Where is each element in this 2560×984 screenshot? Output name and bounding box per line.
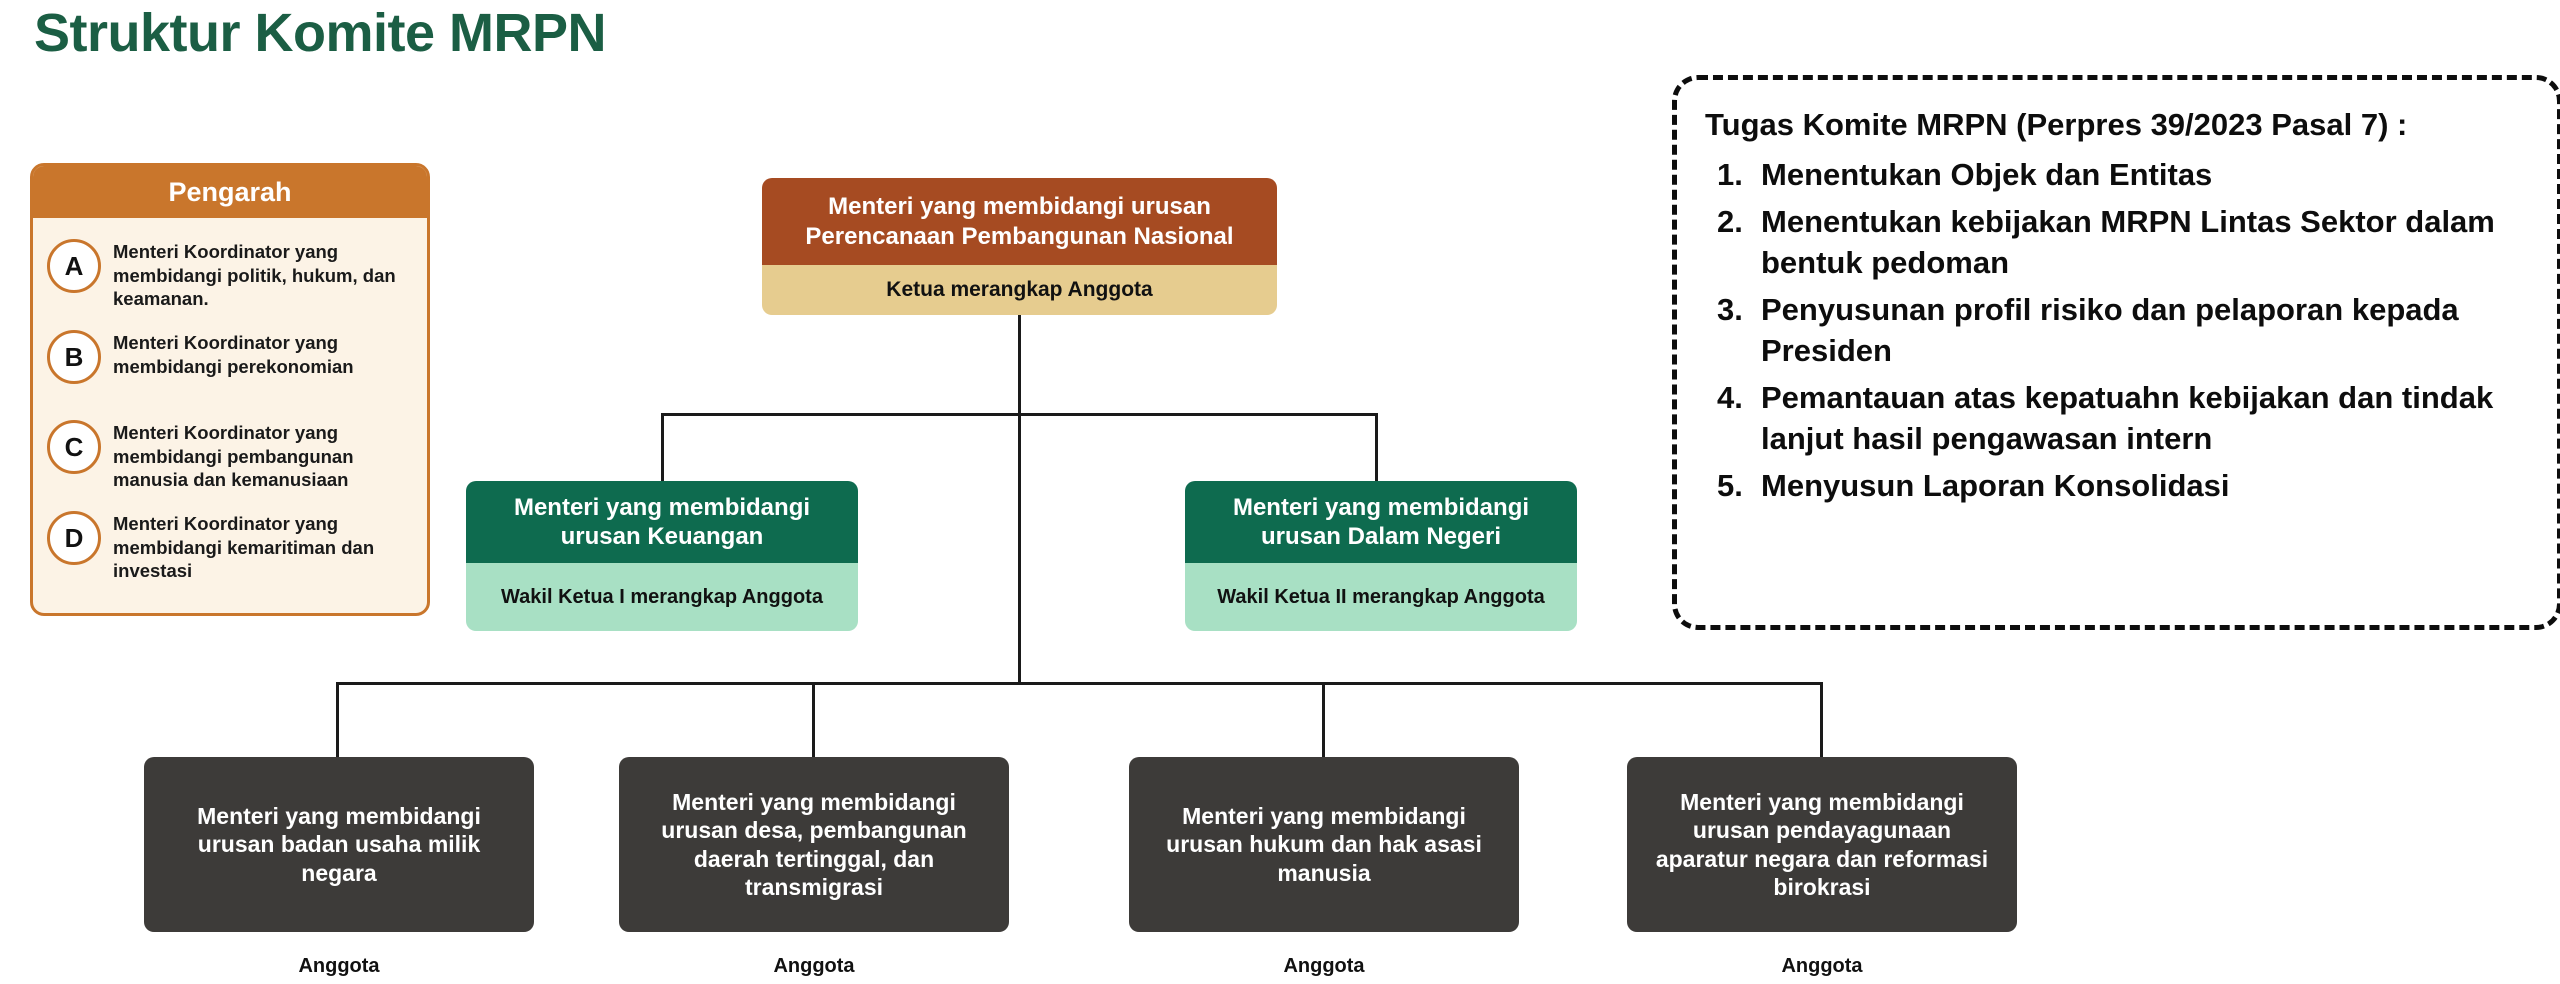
pengarah-item-a: A Menteri Koordinator yang membidangi po… [47,236,413,311]
node-member-2-title: Menteri yang membidangi urusan desa, pem… [661,789,967,900]
tugas-list: 1. Menentukan Objek dan Entitas 2. Menen… [1705,155,2537,506]
connector-member-4-drop [1820,682,1823,759]
node-member-4-caption: Anggota [1781,955,1863,977]
pengarah-list: A Menteri Koordinator yang membidangi po… [33,218,427,593]
node-member-1-title: Menteri yang membidangi urusan badan usa… [197,803,481,886]
connector-member-horizontal [336,682,1823,685]
tugas-heading: Tugas Komite MRPN (Perpres 39/2023 Pasal… [1705,107,2408,142]
node-vice-chair-2-title: Menteri yang membidangi urusan Dalam Neg… [1185,481,1577,563]
node-chairman: Menteri yang membidangi urusan Perencana… [762,178,1277,315]
tugas-item-5: 5. Menyusun Laporan Konsolidasi [1705,466,2537,507]
tugas-item-2: 2. Menentukan kebijakan MRPN Lintas Sekt… [1705,202,2537,284]
pengarah-item-b-label: Menteri Koordinator yang membidangi pere… [113,332,354,377]
pengarah-item-a-label: Menteri Koordinator yang membidangi poli… [113,241,396,310]
node-member-2: Menteri yang membidangi urusan desa, pem… [619,757,1009,932]
connector-member-2-drop [812,682,815,759]
tugas-item-2-number: 2. [1717,204,1743,240]
pengarah-header: Pengarah [33,166,427,218]
badge-letter-d: D [47,511,101,566]
node-member-4: Menteri yang membidangi urusan pendayagu… [1627,757,2017,932]
page-title: Struktur Komite MRPN [34,3,607,63]
node-member-2-caption: Anggota [773,955,855,977]
connector-trunk-vertical [1018,315,1021,684]
tugas-item-3: 3. Penyusunan profil risiko dan pelapora… [1705,290,2537,372]
tugas-item-4: 4. Pemantauan atas kepatuahn kebijakan d… [1705,378,2537,460]
node-member-3-caption: Anggota [1283,955,1365,977]
tugas-item-4-number: 4. [1717,379,1743,415]
node-member-4-title: Menteri yang membidangi urusan pendayagu… [1655,789,1989,900]
badge-letter-c: C [47,420,101,475]
pengarah-item-c-label: Menteri Koordinator yang membidangi pemb… [113,422,354,491]
node-member-3-title: Menteri yang membidangi urusan hukum dan… [1166,803,1482,886]
connector-member-1-drop [336,682,339,759]
tugas-item-3-number: 3. [1717,291,1743,327]
pengarah-item-c: C Menteri Koordinator yang membidangi pe… [47,417,413,492]
connector-member-3-drop [1322,682,1325,759]
tugas-item-1: 1. Menentukan Objek dan Entitas [1705,155,2537,196]
connector-vice-1-drop [661,413,664,483]
badge-letter-b: B [47,330,101,385]
tugas-item-4-label: Pemantauan atas kepatuahn kebijakan dan … [1761,379,2494,456]
tugas-panel: Tugas Komite MRPN (Perpres 39/2023 Pasal… [1672,75,2560,630]
tugas-item-2-label: Menentukan kebijakan MRPN Lintas Sektor … [1761,204,2495,280]
node-chairman-title: Menteri yang membidangi urusan Perencana… [762,178,1277,265]
tugas-item-3-label: Penyusunan profil risiko dan pelaporan k… [1761,291,2459,368]
tugas-item-5-number: 5. [1717,467,1743,503]
node-member-3: Menteri yang membidangi urusan hukum dan… [1129,757,1519,932]
node-vice-chair-1-title: Menteri yang membidangi urusan Keuangan [466,481,858,563]
pengarah-item-d-label: Menteri Koordinator yang membidangi kema… [113,513,375,582]
node-member-1-caption: Anggota [298,955,380,977]
node-vice-chair-2-role: Wakil Ketua II merangkap Anggota [1185,563,1577,631]
node-vice-chair-2: Menteri yang membidangi urusan Dalam Neg… [1185,481,1577,631]
node-member-1: Menteri yang membidangi urusan badan usa… [144,757,534,932]
node-vice-chair-1: Menteri yang membidangi urusan Keuangan … [466,481,858,631]
connector-vice-horizontal [661,413,1378,416]
node-vice-chair-1-role: Wakil Ketua I merangkap Anggota [466,563,858,631]
pengarah-item-d: D Menteri Koordinator yang membidangi ke… [47,508,413,583]
tugas-item-5-label: Menyusun Laporan Konsolidasi [1761,467,2230,503]
tugas-item-1-label: Menentukan Objek dan Entitas [1761,157,2213,193]
connector-vice-2-drop [1375,413,1378,483]
badge-letter-a: A [47,239,101,293]
pengarah-panel: Pengarah A Menteri Koordinator yang memb… [30,163,430,616]
node-chairman-role: Ketua merangkap Anggota [762,265,1277,315]
pengarah-item-b: B Menteri Koordinator yang membidangi pe… [47,327,413,401]
tugas-item-1-number: 1. [1717,157,1743,193]
